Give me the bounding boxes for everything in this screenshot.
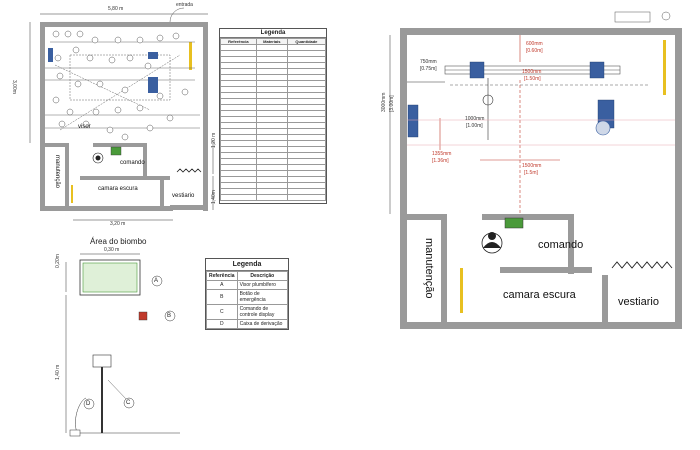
comando-label-left: comando (120, 160, 145, 166)
dim-1500a: 1500mm (522, 69, 542, 75)
dim-1000-m: [1.00m] (466, 123, 483, 129)
dim-1500b-m: [1.5m] (524, 170, 538, 176)
dim-top-left: 5,80 m (108, 6, 124, 12)
biombo-marker-d: D (86, 401, 91, 407)
legend-main-row (220, 194, 327, 201)
dim-1355-m: [1.36m] (432, 158, 449, 164)
vestiario-label-left: vestiario (172, 193, 195, 199)
legend-small-desc: Comando de controle display (236, 304, 289, 320)
biombo-marker-a: A (154, 278, 159, 284)
legend-main: Legenda Referência Materiais Quantidade (219, 28, 327, 204)
legend-small-title: Legenda (206, 259, 288, 271)
visor-label: visor (78, 124, 91, 130)
legend-main-table: Referência Materiais Quantidade (220, 38, 327, 201)
dim-bottom-left: 3,20 m (110, 221, 126, 227)
legend-main-body (220, 44, 327, 201)
dim-600: 600mm (526, 41, 543, 47)
dim-left-right-m: [3.00m] (389, 95, 395, 112)
biombo-title: Área do biombo (90, 237, 147, 246)
dim-750: 750mm (420, 59, 437, 65)
dim-1000: 1000mm (465, 116, 485, 122)
manutencao-label-right: manutenção (423, 238, 435, 299)
camara-escura-label-left: camara escura (98, 186, 138, 192)
legend-main-cell (286, 194, 327, 201)
biombo-width: 0,30 m (104, 247, 120, 253)
legend-main-title: Legenda (220, 29, 326, 38)
biombo-marker-b: B (167, 313, 172, 319)
dim-left-right-mm: 3000mm (381, 92, 387, 112)
dim-1500b: 1500mm (522, 163, 542, 169)
camara-escura-label-right: camara escura (503, 289, 576, 301)
vestiario-label-right: vestiario (618, 296, 659, 308)
dim-750-m: [0.75m] (420, 66, 437, 72)
dim-1500a-m: [1.50m] (524, 76, 541, 82)
legend-small-desc: Caixa de derivação (236, 319, 289, 329)
biombo-marker-c: C (126, 400, 131, 406)
legend-small-desc: Botão de emergência (236, 289, 289, 305)
comando-label-right: comando (538, 239, 584, 251)
dim-1355: 1355mm (432, 151, 452, 157)
dim-600-m: [0.60m] (526, 48, 543, 54)
entrance-label: entrada (176, 2, 193, 8)
